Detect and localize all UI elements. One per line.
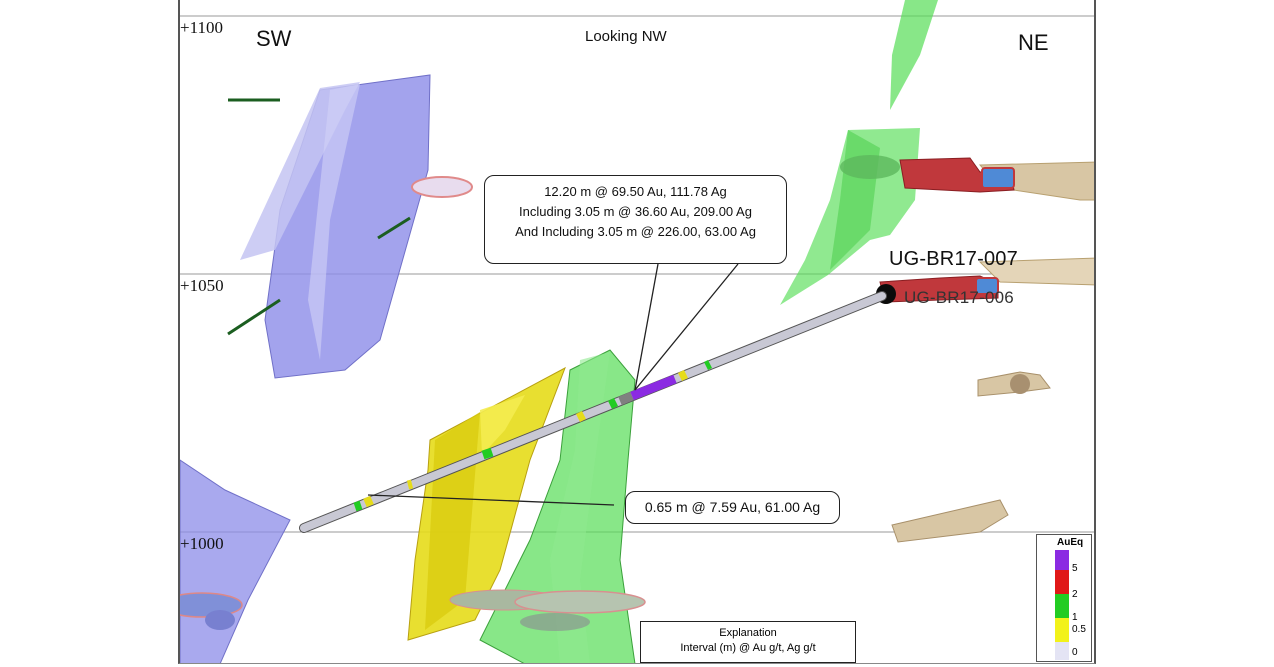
legend-swatch-grey: [1055, 642, 1069, 660]
tan-drift-4: [1010, 374, 1030, 394]
blue-vein-upper: [240, 74, 431, 379]
drill-hole: [299, 291, 887, 533]
short-hole-2: [377, 216, 411, 240]
view-title: Looking NW: [585, 28, 667, 45]
legend-label-2: 2: [1072, 589, 1078, 600]
legend-swatch-yellow: [1055, 618, 1069, 642]
legend-label-0-5: 0.5: [1072, 624, 1086, 635]
interval-yellow-3: [575, 410, 587, 423]
section-view: [178, 0, 1096, 664]
hole-label-secondary: UG-BR17-006: [904, 288, 1014, 307]
callout-upper-leader: [634, 263, 739, 391]
section-drawing: [180, 0, 1094, 663]
explanation-text: Interval (m) @ Au g/t, Ag g/t: [680, 642, 816, 654]
interval-purple: [630, 374, 677, 401]
small-drift-pink: [411, 176, 473, 198]
explanation-title: Explanation: [719, 627, 777, 639]
red-drift-upper: [899, 157, 1015, 193]
elevation-label-1050: +1050: [180, 276, 224, 295]
elevation-label-1000: +1000: [180, 534, 224, 553]
legend-swatch-red: [1055, 570, 1069, 594]
legend-label-0: 0: [1072, 647, 1078, 658]
explanation-box: Explanation Interval (m) @ Au g/t, Ag g/…: [640, 621, 856, 663]
green-vein-center: [479, 349, 636, 663]
callout-lower: 0.65 m @ 7.59 Au, 61.00 Ag: [625, 491, 840, 524]
legend-title: AuEq: [1057, 537, 1084, 548]
legend-label-1: 1: [1072, 612, 1078, 623]
callout-upper-line1: 12.20 m @ 69.50 Au, 111.78 Ag: [544, 184, 727, 199]
callout-lower-text: 0.65 m @ 7.59 Au, 61.00 Ag: [644, 499, 821, 515]
green-vein-top: [890, 0, 938, 110]
red-drift-lower: [879, 275, 999, 303]
legend-swatch-purple: [1055, 550, 1069, 570]
blue-vein-lower: [180, 459, 291, 663]
interval-yellow-1: [363, 495, 374, 508]
interval-green-3: [607, 397, 619, 410]
tan-drift-2: [978, 257, 1094, 286]
interval-green-2: [481, 447, 494, 460]
short-hole-3: [227, 298, 281, 336]
callout-upper: 12.20 m @ 69.50 Au, 111.78 Ag Including …: [484, 175, 787, 264]
legend-swatch-green: [1055, 594, 1069, 618]
callout-upper-line2: Including 3.05 m @ 36.60 Au, 209.00 Ag: [519, 204, 752, 219]
interval-green-1: [353, 500, 363, 512]
callout-upper-line3: And Including 3.05 m @ 226.00, 63.00 Ag: [515, 224, 756, 239]
green-drift: [840, 155, 900, 179]
aueq-legend: AuEq 5 2 1 0.5 0: [1036, 534, 1092, 662]
interval-grey: [618, 391, 634, 406]
drift-center-2: [514, 590, 646, 614]
interval-yellow-4: [677, 369, 689, 382]
drift-center-3: [520, 613, 590, 631]
callout-lower-leader: [367, 494, 615, 506]
legend-label-5: 5: [1072, 563, 1078, 574]
direction-ne: NE: [1018, 30, 1049, 55]
green-vein-right: [780, 128, 920, 305]
tan-drift-5: [891, 499, 1009, 543]
direction-sw: SW: [256, 26, 292, 51]
elevation-label-1100: +1100: [180, 18, 223, 37]
interval-green-4: [703, 359, 713, 371]
hole-label-primary: UG-BR17-007: [889, 248, 1018, 270]
interval-yellow-2: [406, 479, 414, 490]
